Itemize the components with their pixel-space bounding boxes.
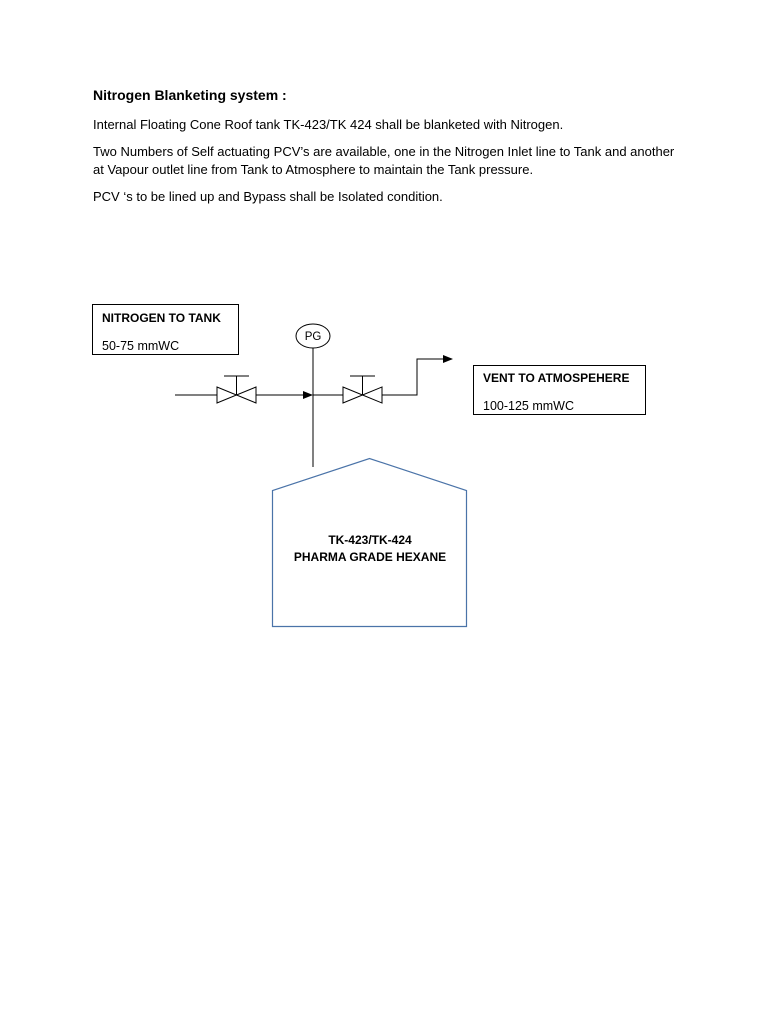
pressure-gauge-label: PG [305, 331, 322, 343]
vent-box-label: VENT TO ATMOSPEHERE [483, 371, 629, 385]
vent-to-atmosphere-box: VENT TO ATMOSPEHERE 100-125 mmWC [473, 365, 646, 415]
tank-content-label: PHARMA GRADE HEXANE [294, 550, 446, 564]
nitrogen-to-tank-box: NITROGEN TO TANK 50-75 mmWC [92, 304, 239, 355]
document-title: Nitrogen Blanketing system : [93, 87, 287, 103]
tank-tk-423-424: TK-423/TK-424 PHARMA GRADE HEXANE [271, 457, 468, 628]
pressure-gauge: PG [295, 323, 331, 467]
vent-box-value: 100-125 mmWC [483, 399, 574, 413]
outlet-pcv-valve-icon [342, 375, 383, 404]
vent-outlet-line [382, 355, 453, 396]
paragraph-pcv-description: Two Numbers of Self actuating PCV’s are … [93, 143, 693, 179]
nitrogen-box-value: 50-75 mmWC [102, 339, 179, 353]
nitrogen-box-label: NITROGEN TO TANK [102, 311, 221, 325]
paragraph-pcv-line-2: at Vapour outlet line from Tank to Atmos… [93, 162, 534, 177]
tank-tag-label: TK-423/TK-424 [328, 533, 412, 547]
paragraph-pcv-line-1: Two Numbers of Self actuating PCV’s are … [93, 144, 675, 159]
paragraph-tank-blanketing: Internal Floating Cone Roof tank TK-423/… [93, 117, 564, 132]
paragraph-lineup-instruction: PCV ‘s to be lined up and Bypass shall b… [93, 189, 443, 204]
inlet-pcv-valve-icon [216, 375, 257, 404]
